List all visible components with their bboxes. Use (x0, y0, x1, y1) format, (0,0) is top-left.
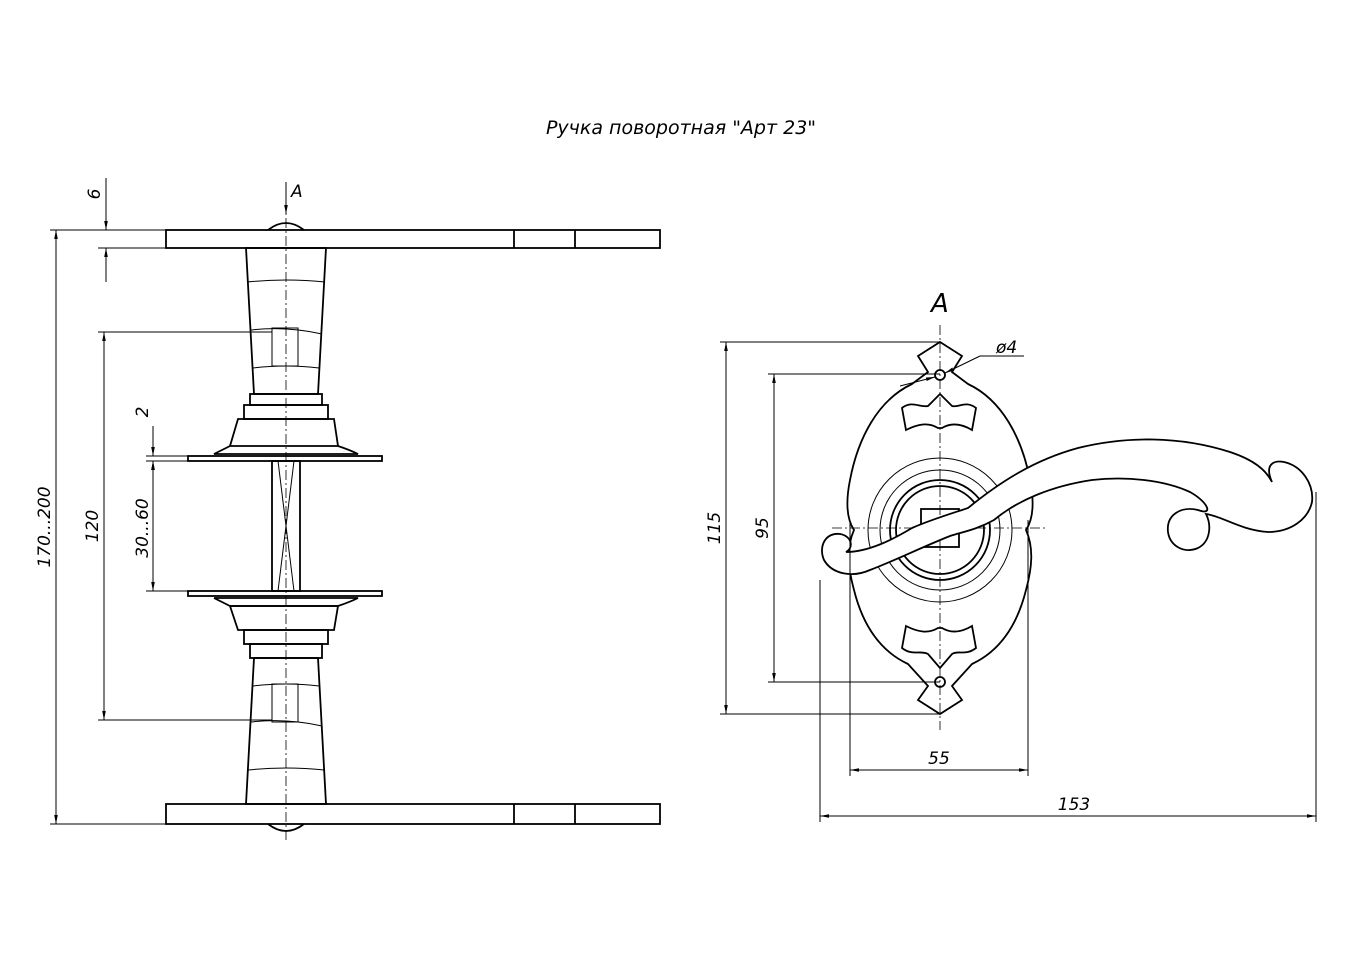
bottom-lever (165, 803, 661, 825)
dim-total-length: 170...200 (35, 486, 55, 567)
top-lever (165, 229, 661, 249)
dim-handle-length: 153 (1058, 795, 1090, 815)
dim-plate-height: 115 (705, 512, 725, 544)
bottom-rosette (187, 590, 383, 597)
dim-grip-distance: 120 (83, 510, 103, 542)
dim-plate-thickness: 6 (85, 188, 105, 199)
dim-door-thickness: 30...60 (133, 498, 153, 557)
dim-hole-spacing: 95 (753, 517, 773, 539)
side-view: A (35, 178, 661, 840)
dim-plate-width: 55 (928, 749, 950, 769)
front-view: A 115 95 (705, 289, 1317, 822)
lever-handle (821, 438, 1314, 575)
dim-rosette-thickness: 2 (133, 407, 153, 418)
top-cap (267, 222, 305, 231)
lower-cutout (901, 624, 977, 670)
view-label: A (929, 289, 949, 319)
dim-hole-diameter: ø4 (995, 338, 1017, 358)
top-screw-hole (934, 369, 946, 381)
bottom-cap (267, 823, 305, 832)
section-label: A (290, 182, 303, 202)
drawing-title: Ручка поворотная "Арт 23" (546, 117, 816, 139)
outer-rose-ring (867, 457, 1013, 603)
upper-cutout (901, 392, 977, 432)
